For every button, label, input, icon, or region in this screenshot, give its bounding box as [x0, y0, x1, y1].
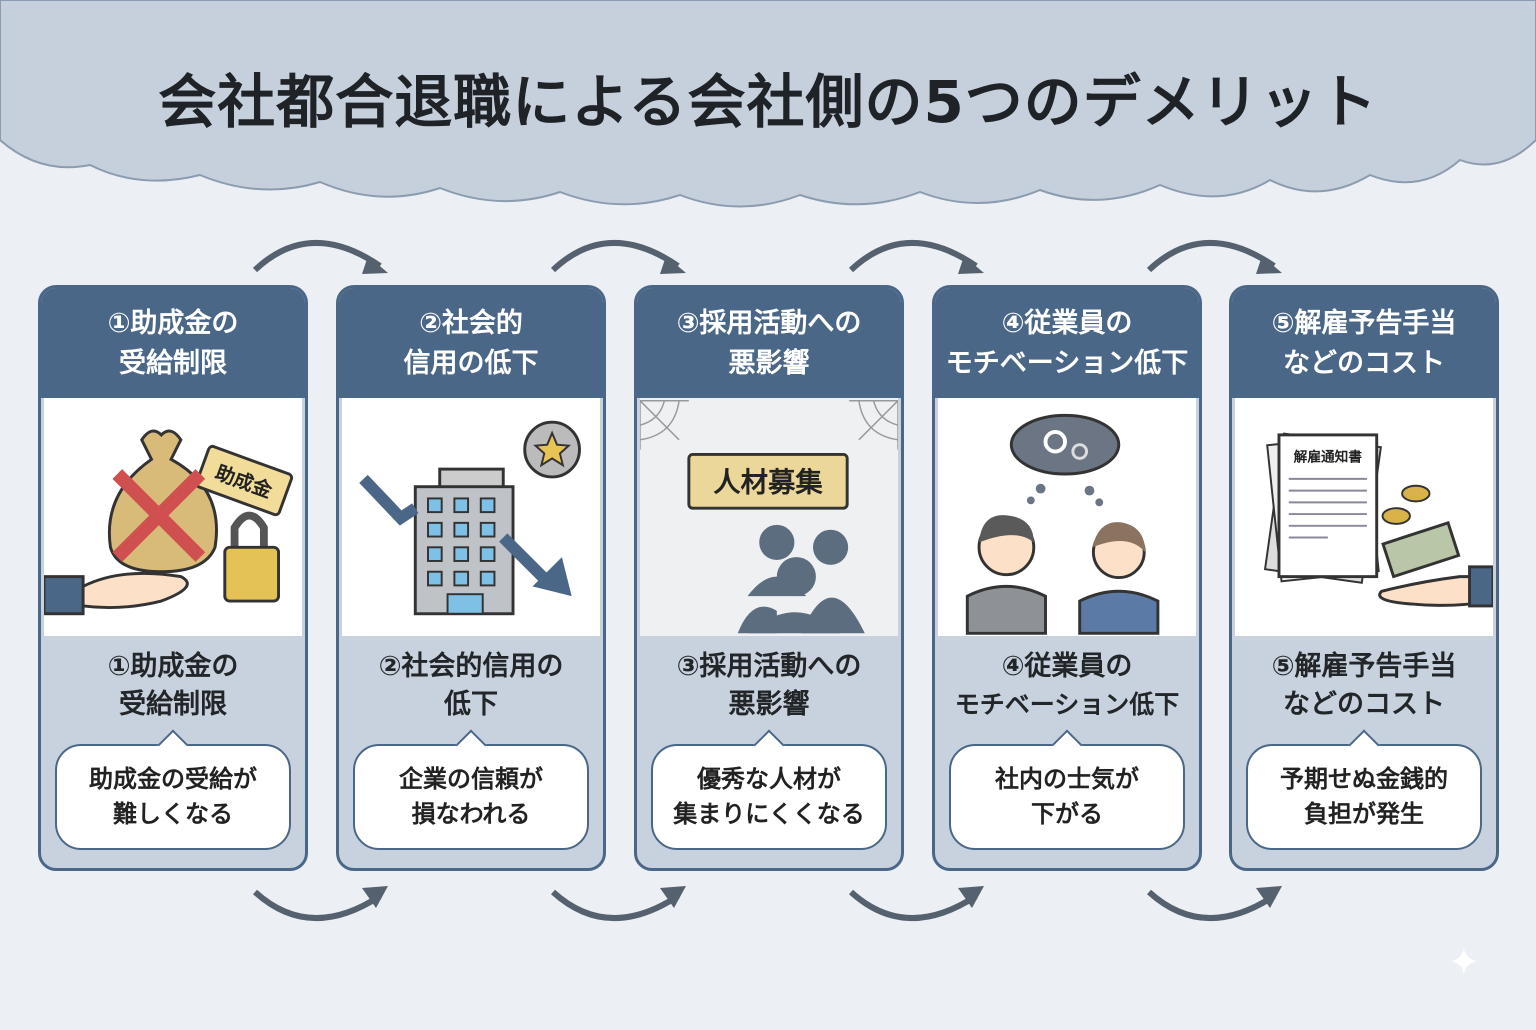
recruitment-sign-label: 人材募集	[713, 467, 823, 499]
card-subtitle: ②社会的信用の低下	[339, 636, 603, 742]
subtitle-line: ⑤解雇予告手当	[1271, 651, 1457, 682]
header-line: ③採用活動への	[676, 308, 862, 339]
subtitle-line: 低下	[444, 689, 498, 720]
sparkle-icon: ✦	[1448, 940, 1480, 984]
subtitle-line: ②社会的信用の	[378, 651, 564, 682]
subtitle-line: モチベーション低下	[954, 690, 1180, 719]
arrow-bottom-4-5	[1146, 886, 1282, 922]
speech-bubble: 社内の士気が下がる	[949, 744, 1185, 850]
arrow-bottom-2-3	[550, 886, 686, 922]
subtitle-line: 受給制限	[119, 689, 227, 720]
bubble-line: 予期せぬ金銭的	[1280, 765, 1448, 793]
bubble-line: 社内の士気が	[995, 765, 1139, 793]
speech-bubble: 優秀な人材が集まりにくくなる	[651, 744, 887, 850]
money-bag-illustration: 助成金	[42, 398, 302, 636]
header-line: 悪影響	[728, 348, 810, 379]
subtitle-line: などのコスト	[1283, 689, 1445, 720]
arrow-top-3-4	[848, 239, 984, 274]
bubble-line: 助成金の受給が	[89, 765, 257, 793]
arrow-top-4-5	[1146, 239, 1282, 274]
card-header: ①助成金の受給制限	[41, 288, 305, 398]
subtitle-line: 悪影響	[728, 689, 810, 720]
speech-bubble: 企業の信頼が損なわれる	[353, 744, 589, 850]
bubble-line: 集まりにくくなる	[673, 800, 865, 828]
header-line: ②社会的	[419, 308, 523, 339]
arrow-bottom-3-4	[848, 886, 984, 922]
bubble-line: 負担が発生	[1304, 800, 1424, 828]
card-motivation-decline: ④従業員のモチベーション低下 ④従業員のモチベーション低下 社内の士気が下がる	[932, 285, 1202, 871]
arrow-top-1-2	[252, 239, 388, 274]
bubble-line: 企業の信頼が	[399, 765, 543, 793]
header-line: ①助成金の	[107, 308, 239, 339]
bubble-line: 優秀な人材が	[697, 765, 841, 793]
header-line: などのコスト	[1283, 348, 1445, 379]
card-subtitle: ④従業員のモチベーション低下	[935, 636, 1199, 742]
card-subtitle: ⑤解雇予告手当などのコスト	[1232, 636, 1496, 742]
subtitle-line: ①助成金の	[107, 651, 239, 682]
subtitle-line: ④従業員の	[1001, 651, 1133, 682]
subtitle-line: ③採用活動への	[676, 651, 862, 682]
card-dismissal-cost: ⑤解雇予告手当などのコスト 解雇通知書 ⑤解雇予告手当などのコスト 予期せぬ金銭…	[1229, 285, 1499, 871]
notice-document-label: 解雇通知書	[1294, 448, 1363, 465]
card-recruitment-impact: ③採用活動への悪影響 人材募集 ③採用活動への悪影響 優秀な人材が集まりにくくな…	[634, 285, 904, 871]
card-header: ②社会的信用の低下	[339, 288, 603, 398]
arrow-top-2-3	[550, 239, 686, 274]
card-header: ④従業員のモチベーション低下	[935, 288, 1199, 398]
bubble-line: 下がる	[1031, 800, 1103, 828]
speech-bubble: 予期せぬ金銭的負担が発生	[1246, 744, 1482, 850]
card-header: ③採用活動への悪影響	[637, 288, 901, 398]
cloud-banner	[0, 0, 1536, 208]
header-line: モチベーション低下	[945, 348, 1189, 379]
speech-bubble: 助成金の受給が難しくなる	[55, 744, 291, 850]
bubble-line: 難しくなる	[113, 800, 233, 828]
header-line: 受給制限	[119, 348, 227, 379]
page-title: 会社都合退職による会社側の5つのデメリット	[158, 68, 1378, 136]
header-line: ⑤解雇予告手当	[1271, 308, 1457, 339]
header-line: 信用の低下	[403, 348, 539, 379]
card-social-credit-decline: ②社会的信用の低下 ②社会的信用の低下 企業の信頼が損なわれる	[336, 285, 606, 871]
recruitment-sign-illustration: 人材募集	[639, 398, 899, 636]
worried-employees-illustration	[938, 398, 1196, 636]
arrow-bottom-1-2	[252, 886, 388, 922]
card-subsidy-restriction: ①助成金の受給制限 助成金 ①助成金の受給制限 助成金の受給が難しくなる	[38, 285, 308, 871]
bubble-line: 損なわれる	[411, 800, 531, 828]
dismissal-notice-illustration: 解雇通知書	[1235, 398, 1495, 636]
header-line: ④従業員の	[1001, 308, 1133, 339]
card-header: ⑤解雇予告手当などのコスト	[1232, 288, 1496, 398]
card-subtitle: ③採用活動への悪影響	[637, 636, 901, 742]
cracked-building-illustration	[342, 398, 600, 636]
card-subtitle: ①助成金の受給制限	[41, 636, 305, 742]
